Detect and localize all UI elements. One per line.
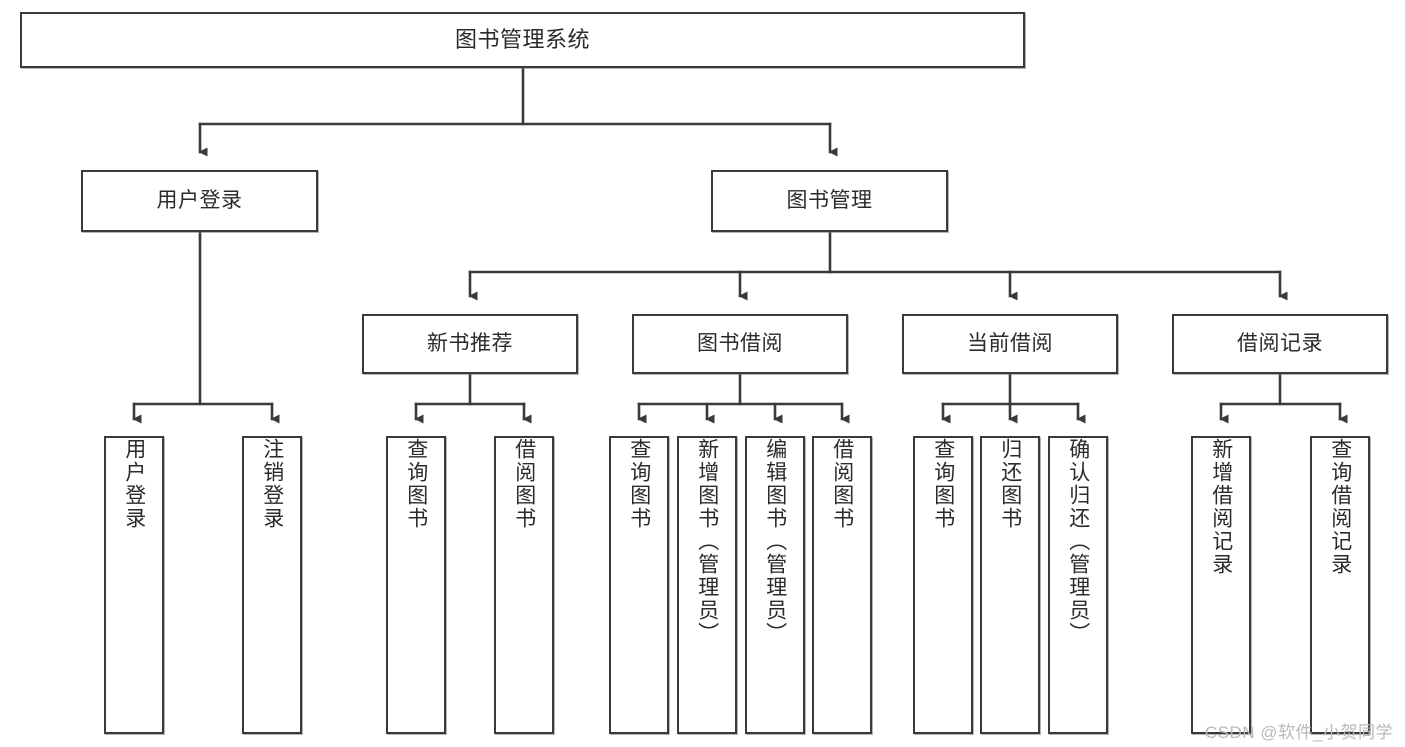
node-user-login[interactable]: 用户登录 [81, 170, 318, 232]
leaf-current-borrow-confirm-return[interactable]: 确认归还（管理员） [1048, 436, 1108, 734]
leaf-book-borrow-edit[interactable]: 编辑图书（管理员） [745, 436, 805, 734]
leaf-book-borrow-query[interactable]: 查询图书 [609, 436, 669, 734]
node-current-borrow[interactable]: 当前借阅 [902, 314, 1118, 374]
leaf-book-borrow-add[interactable]: 新增图书（管理员） [677, 436, 737, 734]
node-root-system[interactable]: 图书管理系统 [20, 12, 1025, 68]
leaf-user-login-login[interactable]: 用户登录 [104, 436, 164, 734]
node-label: 借阅图书 [830, 438, 854, 530]
node-label: 确认归还（管理员） [1066, 438, 1090, 645]
leaf-user-login-logout[interactable]: 注销登录 [242, 436, 302, 734]
leaf-current-borrow-query[interactable]: 查询图书 [913, 436, 973, 734]
node-label: 图书管理系统 [454, 27, 590, 53]
node-label: 归还图书 [998, 438, 1022, 530]
node-label: 新增图书（管理员） [695, 438, 719, 645]
leaf-borrow-record-query[interactable]: 查询借阅记录 [1310, 436, 1370, 734]
leaf-new-book-borrow[interactable]: 借阅图书 [494, 436, 554, 734]
node-label: 用户登录 [122, 438, 146, 530]
node-book-management[interactable]: 图书管理 [711, 170, 948, 232]
node-label: 新增借阅记录 [1209, 438, 1233, 576]
leaf-borrow-record-add[interactable]: 新增借阅记录 [1191, 436, 1251, 734]
node-new-book-recommend[interactable]: 新书推荐 [362, 314, 578, 374]
node-label: 查询图书 [931, 438, 955, 530]
node-label: 编辑图书（管理员） [763, 438, 787, 645]
node-label: 注销登录 [260, 438, 284, 530]
node-book-borrow[interactable]: 图书借阅 [632, 314, 848, 374]
node-label: 查询图书 [627, 438, 651, 530]
leaf-new-book-query[interactable]: 查询图书 [386, 436, 446, 734]
leaf-current-borrow-return[interactable]: 归还图书 [980, 436, 1040, 734]
node-label: 查询借阅记录 [1328, 438, 1352, 576]
node-label: 查询图书 [404, 438, 428, 530]
node-label: 用户登录 [156, 188, 243, 212]
leaf-book-borrow-borrow[interactable]: 借阅图书 [812, 436, 872, 734]
node-label: 图书管理 [786, 188, 873, 212]
node-label: 借阅记录 [1237, 331, 1323, 355]
node-label: 图书借阅 [697, 331, 783, 355]
node-label: 新书推荐 [427, 331, 513, 355]
node-borrow-record[interactable]: 借阅记录 [1172, 314, 1388, 374]
node-label: 当前借阅 [967, 331, 1053, 355]
node-label: 借阅图书 [512, 438, 536, 530]
